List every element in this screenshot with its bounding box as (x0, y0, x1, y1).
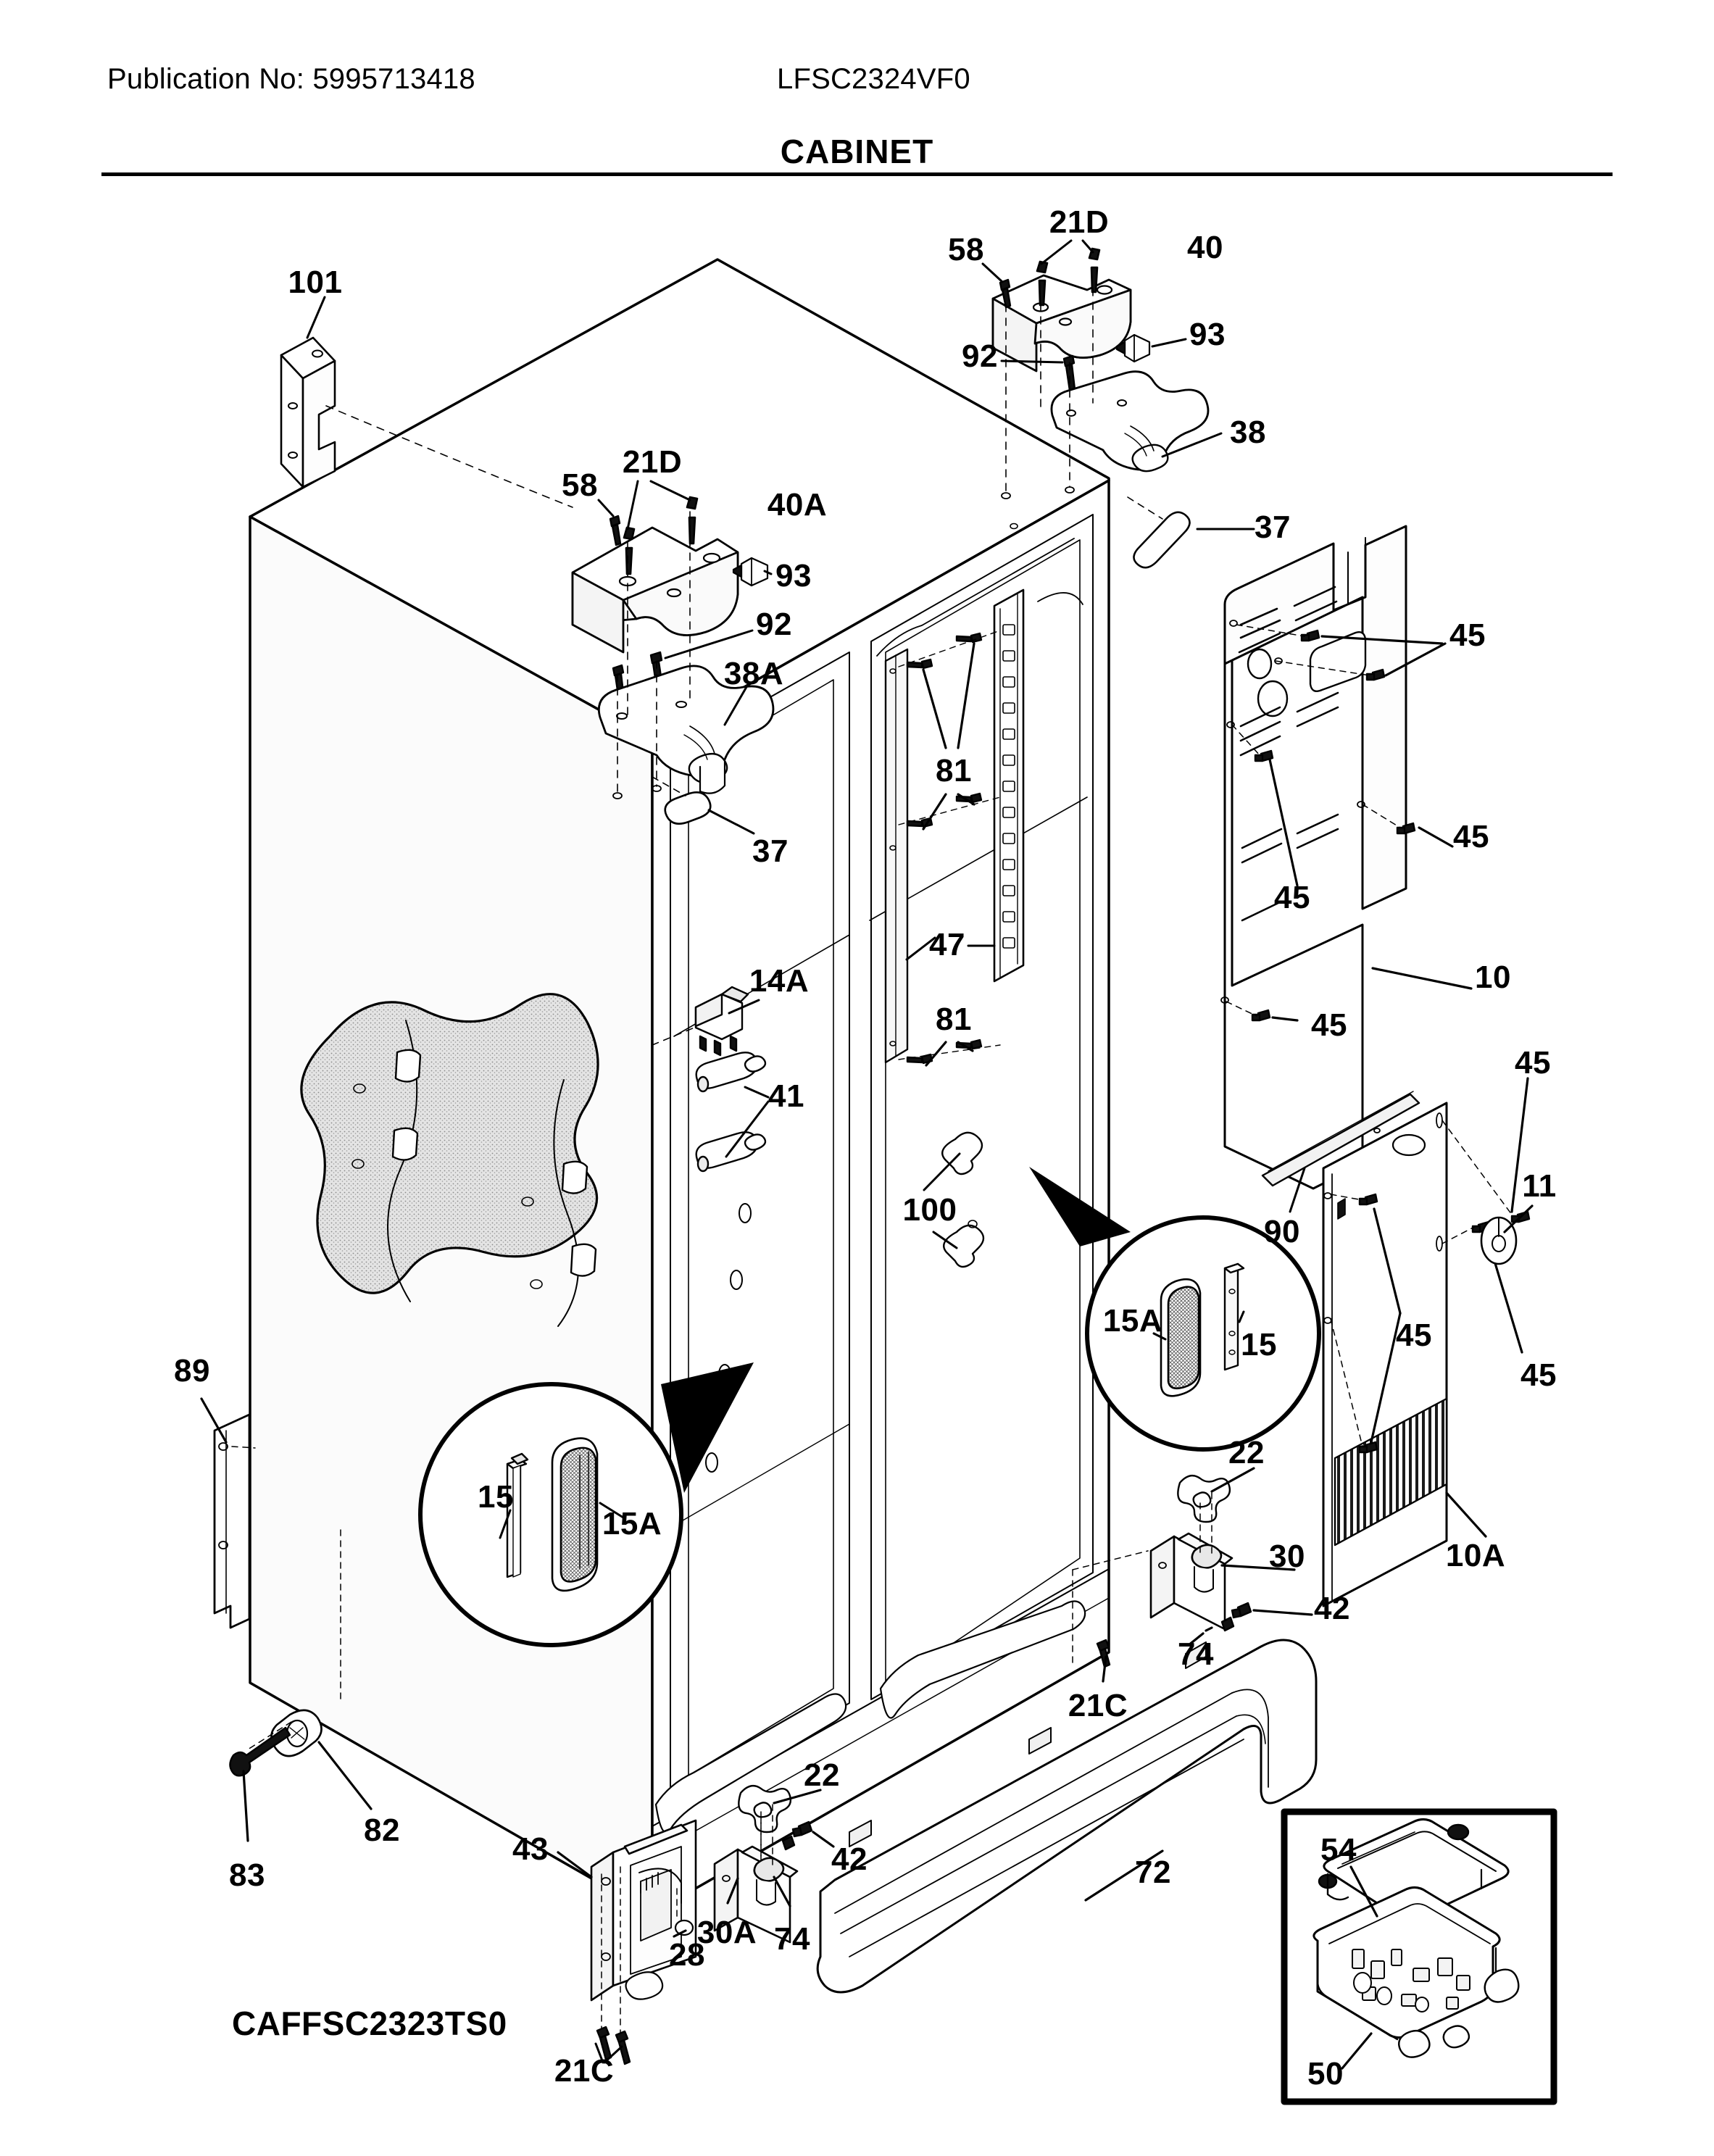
callout-14a: 14A (749, 963, 810, 999)
part-21D-screws-right (1036, 247, 1101, 307)
part-40A-hinge-cover (571, 526, 739, 654)
callout-15: 15 (478, 1479, 514, 1515)
callout-circle-right (1029, 1167, 1321, 1452)
callout-50: 50 (1307, 2056, 1344, 2092)
model-variant-label: CAFFSC2323TS0 (232, 2005, 507, 2042)
callout-92: 92 (756, 607, 792, 642)
callout-21c: 21C (1068, 1688, 1128, 1723)
part-37-plug-left (664, 791, 712, 825)
part-43-leg-assembly (590, 1819, 697, 2002)
callout-45: 45 (1274, 880, 1310, 915)
callout-30a: 30A (696, 1915, 757, 1950)
callout-circle-left (418, 1362, 754, 1647)
callout-45: 45 (1453, 819, 1489, 854)
callout-58: 58 (562, 467, 598, 503)
part-89-bracket (213, 1413, 251, 1629)
callout-45: 45 (1515, 1045, 1551, 1081)
callout-21d: 21D (622, 444, 683, 480)
part-30A-bracket (713, 1845, 799, 1944)
callout-45: 45 (1396, 1318, 1432, 1353)
part-42-screws-right (1220, 1602, 1252, 1632)
callout-28: 28 (669, 1937, 705, 1973)
callout-45: 45 (1449, 617, 1486, 653)
callout-11: 11 (1522, 1168, 1557, 1204)
insulation-pad (300, 993, 599, 1327)
callout-15a: 15A (602, 1506, 662, 1541)
part-93-clip-right (1115, 333, 1151, 363)
part-38A-hinge-left (597, 665, 775, 794)
part-22-pin-right (1177, 1474, 1231, 1523)
part-40-hinge-cover (991, 274, 1132, 372)
part-30-bracket (1149, 1532, 1234, 1631)
part-47-rails (884, 588, 1025, 1064)
callout-93: 93 (1189, 317, 1226, 352)
callout-15a: 15A (1102, 1303, 1163, 1339)
callout-93: 93 (775, 558, 812, 594)
callout-82: 82 (364, 1812, 400, 1848)
part-41-bushings (695, 1052, 767, 1173)
callout-22: 22 (804, 1757, 840, 1793)
header-divider (101, 172, 1613, 176)
callout-37: 37 (752, 833, 789, 869)
part-38-hinge-right (1050, 370, 1210, 473)
callout-38a: 38A (723, 656, 784, 691)
callout-37: 37 (1255, 509, 1291, 545)
callout-10: 10 (1475, 960, 1511, 995)
part-90-trim (1261, 1091, 1420, 1187)
callout-101: 101 (288, 265, 343, 300)
callout-54: 54 (1320, 1832, 1357, 1868)
part-42-screws-bottom (781, 1820, 813, 1851)
callout-21d: 21D (1049, 204, 1110, 240)
inset-box-control-board (1281, 1808, 1557, 2105)
callout-45: 45 (1520, 1357, 1557, 1393)
callout-22: 22 (1228, 1435, 1265, 1470)
callout-15: 15 (1241, 1327, 1277, 1362)
callout-74: 74 (1178, 1636, 1214, 1672)
callout-42: 42 (831, 1841, 868, 1877)
callout-81: 81 (936, 1002, 972, 1037)
part-21D-screws-left (623, 496, 699, 575)
callout-42: 42 (1314, 1591, 1350, 1626)
callout-41: 41 (768, 1078, 804, 1114)
callout-83: 83 (229, 1857, 265, 1893)
part-72-kick-plate (816, 1639, 1318, 1994)
callout-47: 47 (929, 927, 965, 962)
callout-90: 90 (1264, 1214, 1300, 1249)
callout-30: 30 (1269, 1539, 1305, 1574)
part-58-screw-left (609, 515, 622, 546)
callout-74: 74 (774, 1921, 810, 1957)
callout-21c: 21C (554, 2053, 615, 2089)
callout-43: 43 (512, 1831, 549, 1867)
callout-100: 100 (902, 1192, 957, 1228)
callout-81: 81 (936, 753, 972, 788)
callout-38: 38 (1230, 415, 1266, 450)
callout-92: 92 (962, 338, 998, 374)
part-93-clip-left (732, 557, 769, 587)
part-10-back-panel (1223, 525, 1407, 1190)
callout-72: 72 (1135, 1855, 1171, 1890)
part-58-screw-right (999, 278, 1012, 309)
publication-number: Publication No: 5995713418 (107, 63, 475, 95)
part-92-screws-right (1062, 354, 1076, 392)
callout-40a: 40A (767, 487, 828, 523)
callout-89: 89 (174, 1353, 210, 1389)
callout-40: 40 (1187, 230, 1223, 265)
page-title: CABINET (780, 133, 934, 170)
callout-10a: 10A (1445, 1538, 1506, 1573)
part-100-pins (941, 1131, 985, 1268)
callout-58: 58 (948, 232, 984, 267)
part-37-plug-right (1133, 511, 1191, 569)
part-83-axle (229, 1726, 291, 1777)
part-101-bracket (280, 336, 336, 488)
part-22-pin-bottom (738, 1784, 792, 1834)
part-14A-switch (694, 986, 749, 1057)
callout-45: 45 (1311, 1007, 1347, 1043)
part-10A-back-panel-lower (1322, 1102, 1448, 1607)
model-number: LFSC2324VF0 (777, 63, 970, 95)
